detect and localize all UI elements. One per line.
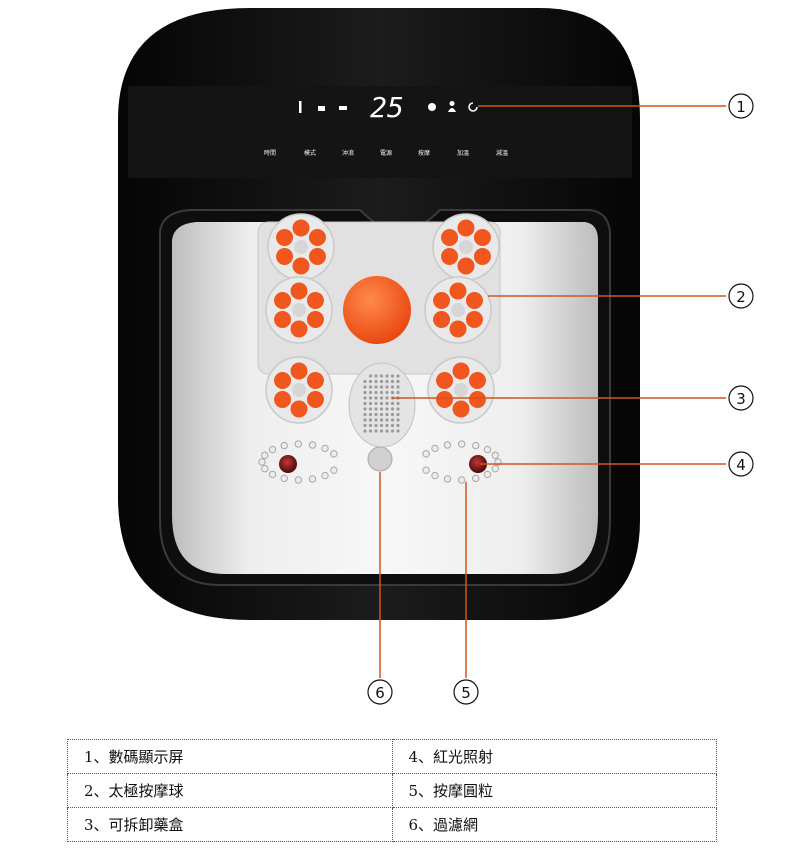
massage-roller	[265, 356, 333, 424]
tai-chi-massage-ball	[343, 276, 411, 344]
massage-bead	[443, 475, 452, 483]
button-time[interactable]: 時間	[264, 149, 276, 157]
massage-bead	[491, 451, 499, 459]
massage-bead	[431, 471, 439, 480]
display-icons-right	[428, 101, 478, 112]
legend-table: 1、數碼顯示屏 4、紅光照射 2、太極按摩球 5、按摩圓粒 3、可拆卸藥盒 6、…	[67, 739, 717, 842]
button-row: 時間 模式 沖浪 電源 按摩 加溫 減溫	[264, 149, 508, 157]
massage-bead	[422, 466, 430, 474]
button-power[interactable]: 電源	[380, 149, 392, 157]
massage-bead	[472, 474, 480, 483]
callout-lines	[379, 105, 726, 678]
legend-item-3: 3、可拆卸藥盒	[67, 807, 393, 842]
massage-bead	[308, 475, 317, 483]
massage-bead	[321, 444, 329, 453]
massage-bead	[258, 458, 266, 466]
massage-bead	[308, 441, 317, 449]
massage-bead	[330, 450, 338, 458]
legend-row: 2、太極按摩球 5、按摩圓粒	[67, 773, 717, 808]
massage-bead	[294, 440, 302, 448]
massage-bead	[483, 470, 492, 479]
callout-marker-5: 5	[453, 679, 479, 705]
removable-medicine-box	[348, 362, 416, 448]
wave-icon	[318, 106, 325, 111]
massage-bead	[294, 476, 302, 484]
legend-row: 3、可拆卸藥盒 6、過濾網	[67, 807, 717, 842]
legend-row: 1、數碼顯示屏 4、紅光照射	[67, 739, 717, 774]
massage-bead	[280, 474, 288, 483]
massage-roller	[432, 213, 500, 281]
massage-bead	[261, 451, 269, 459]
massage-bead	[280, 441, 288, 450]
legend-item-2: 2、太極按摩球	[67, 773, 393, 808]
button-heat-up[interactable]: 加溫	[457, 149, 469, 157]
massage-bead	[483, 445, 492, 454]
massage-bead	[330, 466, 338, 474]
button-mode[interactable]: 模式	[304, 149, 316, 157]
display-icons-left	[299, 101, 347, 113]
callout-marker-3: 3	[728, 385, 754, 411]
massage-bead	[431, 444, 439, 453]
thermometer-icon	[299, 101, 302, 113]
svg-text:3: 3	[736, 390, 746, 408]
legend-item-4: 4、紅光照射	[391, 739, 717, 774]
massage-bead	[321, 471, 329, 480]
massage-roller	[265, 276, 333, 344]
callout-marker-6: 6	[367, 679, 393, 705]
massage-bead	[472, 441, 480, 450]
callout-marker-4: 4	[728, 451, 754, 477]
bubble-icon	[339, 106, 347, 110]
massage-roller	[267, 213, 335, 281]
massage-bead	[268, 470, 277, 479]
control-panel: 25 時間 模式 沖浪 電源 按摩 加溫 減溫	[128, 86, 632, 178]
callout-marker-1: 1	[728, 93, 754, 119]
svg-text:1: 1	[736, 98, 746, 116]
massage-bead	[268, 445, 277, 454]
svg-text:4: 4	[736, 456, 746, 474]
massage-bead	[458, 476, 466, 484]
massage-bead	[458, 440, 466, 448]
person-icon	[448, 101, 456, 112]
button-surf[interactable]: 沖浪	[342, 149, 354, 157]
timer-icon	[468, 102, 478, 112]
legend-item-5: 5、按摩圓粒	[391, 773, 717, 808]
foot-spa-diagram: 25 時間 模式 沖浪 電源 按摩 加溫 減溫	[118, 8, 754, 705]
massage-bead	[422, 450, 430, 458]
button-massage[interactable]: 按摩	[418, 149, 430, 157]
massage-bead	[443, 441, 452, 449]
massage-roller	[424, 276, 492, 344]
temperature-readout: 25	[370, 91, 404, 124]
legend-item-1: 1、數碼顯示屏	[67, 739, 393, 774]
svg-text:2: 2	[736, 288, 746, 306]
massage-bead	[261, 465, 269, 473]
massage-bead	[491, 465, 499, 473]
svg-text:6: 6	[375, 684, 385, 702]
red-light-right	[469, 455, 487, 473]
massage-icon	[428, 103, 436, 111]
massage-beads	[258, 440, 502, 484]
svg-text:5: 5	[461, 684, 471, 702]
massage-rollers	[265, 213, 500, 424]
legend-item-6: 6、過濾網	[391, 807, 717, 842]
button-heat-down[interactable]: 減溫	[496, 149, 508, 157]
red-light-left	[279, 455, 297, 473]
filter-net	[367, 446, 393, 472]
massage-roller	[427, 356, 495, 424]
callout-marker-2: 2	[728, 283, 754, 309]
